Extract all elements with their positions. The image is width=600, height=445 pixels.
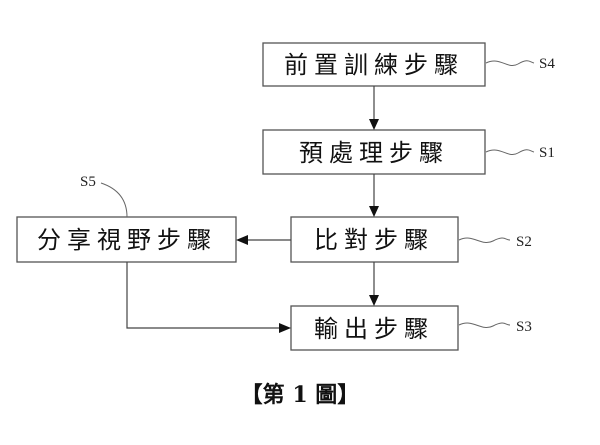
arrowhead-icon	[236, 235, 248, 245]
step-s3-box	[290, 305, 459, 351]
figure-caption: 【第 1 圖】	[241, 382, 360, 408]
step-s1-label: 預處理步驟	[299, 139, 449, 167]
s3-leader-line	[458, 322, 511, 328]
step-s2-box	[290, 216, 459, 263]
step-s5-label: 分享視野步驟	[37, 226, 217, 254]
step-s4-label: 前置訓練步驟	[284, 51, 464, 79]
step-s2-label: 比對步驟	[314, 226, 434, 254]
step-s5: 分享視野步驟 S5	[16, 174, 237, 263]
step-s3: 輸出步驟 S3	[290, 305, 532, 351]
arrow-s1-to-s2	[369, 174, 379, 217]
step-s5-ref: S5	[80, 174, 96, 190]
step-s4-box	[262, 42, 486, 87]
arrow-s5-to-s3	[126, 262, 291, 333]
arrowhead-icon	[369, 295, 379, 306]
step-s3-ref: S3	[516, 319, 532, 335]
s4-leader-line	[485, 60, 535, 66]
s5-leader-line	[100, 182, 128, 218]
s1-leader-line	[485, 149, 535, 155]
arrow-s2-to-s5	[236, 235, 291, 245]
step-s1-box	[262, 129, 486, 175]
step-s2-ref: S2	[516, 234, 532, 250]
arrowhead-icon	[279, 323, 291, 333]
step-s4-ref: S4	[539, 56, 555, 72]
step-s2: 比對步驟 S2	[290, 216, 532, 263]
arrowhead-icon	[369, 119, 379, 130]
s2-leader-line	[458, 237, 511, 243]
arrow-s4-to-s1	[369, 86, 379, 130]
step-s1: 預處理步驟 S1	[262, 129, 555, 175]
step-s4: 前置訓練步驟 S4	[262, 42, 555, 87]
step-s1-ref: S1	[539, 145, 555, 161]
arrowhead-icon	[369, 206, 379, 217]
step-s3-label: 輸出步驟	[314, 315, 434, 343]
arrow-s2-to-s3	[369, 262, 379, 306]
